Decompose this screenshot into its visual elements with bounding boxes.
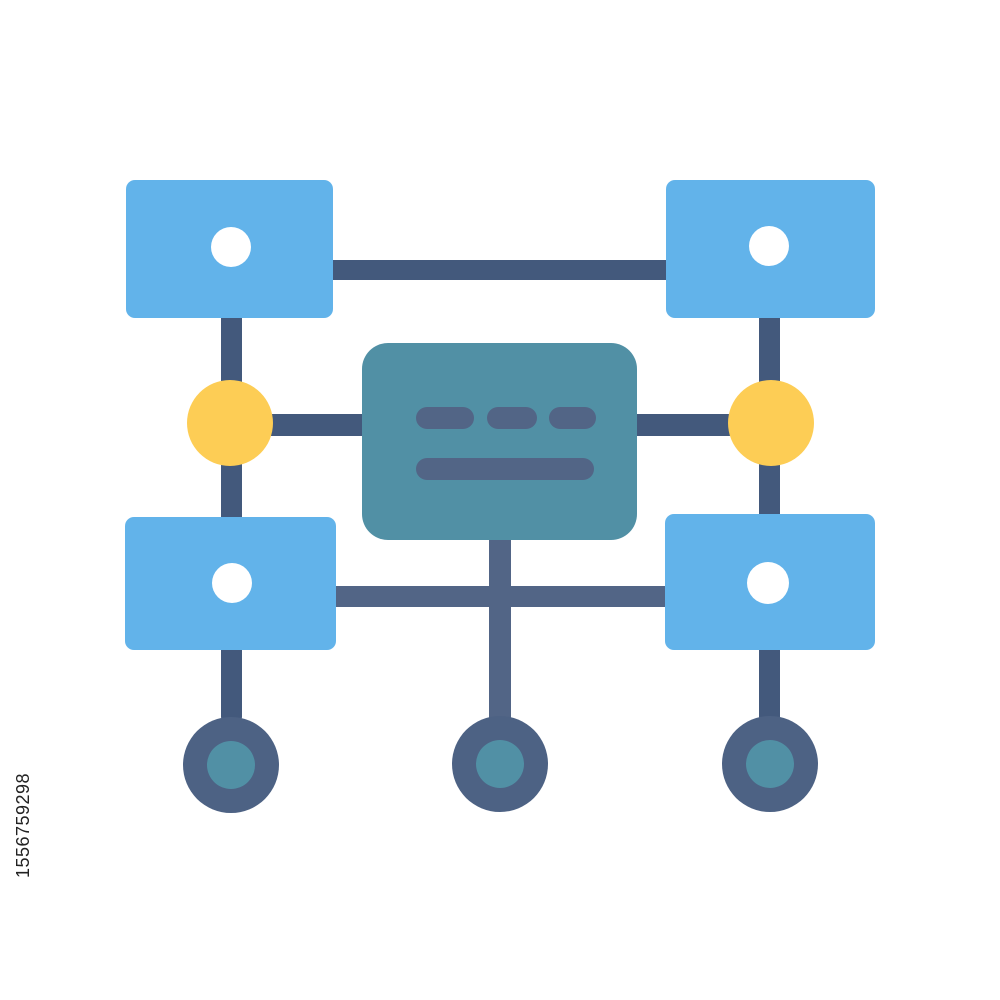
node-boxes xyxy=(125,180,875,650)
central-box xyxy=(362,343,637,540)
terminal-node-left xyxy=(183,717,279,813)
terminal-node-center xyxy=(452,716,548,812)
connector-left-vertical xyxy=(221,300,242,720)
junction-dot-left xyxy=(187,380,273,466)
dash-segment xyxy=(549,407,596,429)
junction-dot-right xyxy=(728,380,814,466)
text-lines-icon xyxy=(416,407,596,480)
connector-left-to-center xyxy=(250,414,370,436)
node-dot xyxy=(747,562,789,604)
node-box-bottom-right xyxy=(665,514,875,650)
terminal-nodes xyxy=(183,716,818,813)
node-dot xyxy=(749,226,789,266)
node-box-bottom-left xyxy=(125,517,336,650)
node-box-top-right xyxy=(666,180,875,318)
connector-center-down xyxy=(489,530,511,730)
text-line xyxy=(416,458,594,480)
terminal-node-right xyxy=(722,716,818,812)
connector-right-vertical xyxy=(759,300,780,720)
node-box-top-left xyxy=(126,180,333,318)
node-dot xyxy=(211,227,251,267)
connector-center-to-right xyxy=(630,414,750,436)
dash-segment xyxy=(487,407,537,429)
dash-segment xyxy=(416,407,474,429)
junction-dots xyxy=(187,380,814,466)
node-dot xyxy=(212,563,252,603)
connector-top-horizontal xyxy=(330,260,670,280)
stock-id-text: 1556759298 xyxy=(13,772,34,878)
stock-id-watermark: 1556759298 xyxy=(4,740,44,910)
